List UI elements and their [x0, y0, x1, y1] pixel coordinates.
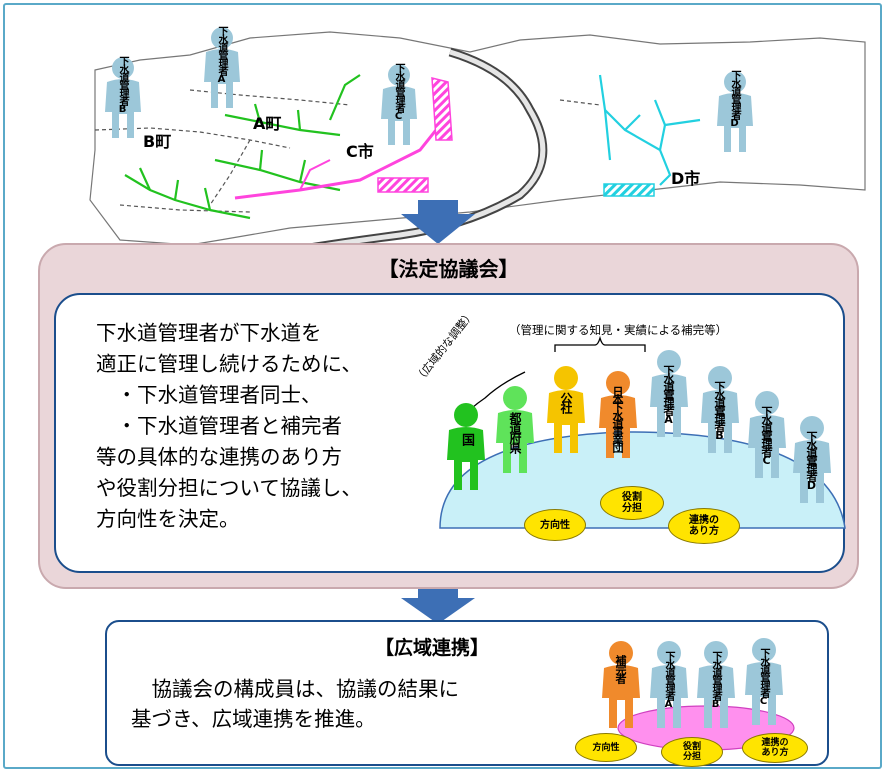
figure-hokan-label: 補完者 — [614, 655, 627, 682]
figure-bottom-mgr-c-label: 下水道管理者C — [758, 648, 769, 705]
manager-d-label: 下水道管理者D — [729, 70, 740, 127]
bottom-oval-direction: 方向性 — [575, 733, 637, 762]
figure-kosha-label: 公社 — [559, 392, 573, 412]
figure-bottom-mgr-b-label: 下水道管理者B — [710, 651, 721, 708]
council-title: 【法定協議会】 — [378, 257, 519, 281]
oval-roles: 役割 分担 — [600, 486, 664, 520]
figure-kuni-label: 国 — [459, 433, 474, 444]
figure-pref-label: 都道府県 — [508, 412, 522, 452]
oval-coop: 連携の あり方 — [668, 508, 740, 544]
bottom-oval-roles: 役割 分担 — [661, 737, 723, 767]
figure-mgr-b-label: 下水道管理者B — [713, 381, 726, 439]
bottom-oval-coop: 連携の あり方 — [742, 733, 808, 763]
manager-a-label: 下水道管理者A — [216, 26, 227, 83]
wide-area-body: 協議会の構成員は、協議の結果に 基づき、広域連携を推進。 — [131, 677, 459, 731]
figure-bottom-mgr-a-label: 下水道管理者A — [663, 651, 674, 708]
town-b-label: B町 — [143, 132, 172, 151]
wide-area-title: 【広域連携】 — [375, 637, 490, 659]
manager-b-label: 下水道管理者B — [117, 56, 128, 113]
outer-frame — [3, 3, 882, 769]
figure-jswa-label: 日本下水道事業団 — [611, 386, 624, 450]
figure-mgr-c-label: 下水道管理者C — [760, 406, 773, 464]
down-arrow-icon — [401, 200, 475, 244]
figure-mgr-d-label: 下水道管理者D — [805, 431, 818, 489]
council-body-text: 下水道管理者が下水道を 適正に管理し続けるために、 ・下水道管理者同士、 ・下水… — [96, 321, 362, 531]
town-a-label: A町 — [253, 114, 282, 133]
down-arrow-icon — [401, 588, 475, 624]
town-d-label: D市 — [671, 169, 701, 188]
brace-icon — [554, 335, 646, 352]
oval-direction: 方向性 — [524, 509, 586, 541]
town-c-label: C市 — [346, 142, 374, 161]
figure-mgr-a-label: 下水道管理者A — [662, 365, 675, 423]
manager-c-label: 下水道管理者C — [393, 63, 404, 120]
support-caption: （管理に関する知見・実績による補完等） — [509, 323, 728, 337]
